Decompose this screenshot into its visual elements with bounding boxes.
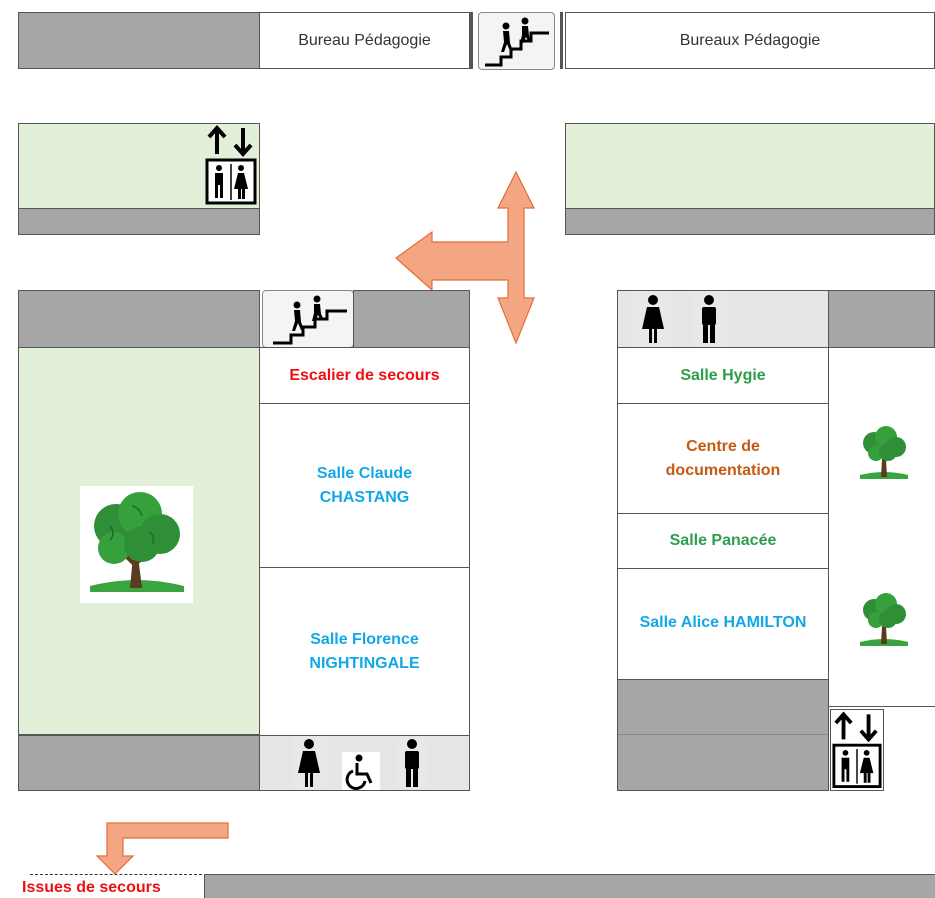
left-top-corridor-2 [353, 290, 470, 348]
exit-arrow-icon [85, 820, 235, 876]
salle-hygie-label: Salle Hygie [680, 366, 766, 384]
right-bottom-block [617, 679, 829, 791]
salle-alice-label: Salle Alice HAMILTON [639, 614, 807, 631]
woman-icon [292, 737, 326, 789]
bureaux-pedagogie-room: Bureaux Pédagogie [565, 12, 935, 69]
salle-hygie-room: Salle Hygie [617, 347, 829, 404]
salle-florence-label: Salle Florence NIGHTINGALE [309, 631, 420, 672]
issues-de-secours-label: Issues de secours [22, 879, 161, 896]
block-divider [618, 734, 828, 735]
woman-icon [634, 292, 672, 346]
salle-panacee-label: Salle Panacée [669, 532, 777, 550]
salle-claude-label: Salle Claude CHASTANG [316, 465, 413, 506]
elevator-icon [830, 709, 884, 791]
wall-divider [470, 12, 473, 69]
salle-panacee-room: Salle Panacée [617, 513, 829, 569]
man-icon [397, 737, 427, 789]
salle-claude-room: Salle Claude CHASTANG [259, 403, 470, 568]
left-top-corridor [18, 290, 260, 348]
escalier-de-secours-room: Escalier de secours [259, 347, 470, 404]
salle-alice-room: Salle Alice HAMILTON [617, 568, 829, 680]
exit-dashed-line [30, 874, 202, 875]
bureau-pedagogie-room: Bureau Pédagogie [259, 12, 470, 69]
escalier-de-secours-label: Escalier de secours [289, 366, 440, 384]
right-outer-zone [828, 347, 935, 707]
top-left-block [18, 12, 260, 69]
tree-icon [856, 423, 912, 481]
salle-florence-room: Salle Florence NIGHTINGALE [259, 567, 470, 736]
direction-arrow-icon [392, 170, 542, 345]
right-garden-strip [565, 123, 935, 209]
bureau-pedagogie-label: Bureau Pédagogie [298, 31, 431, 49]
man-icon [692, 292, 726, 346]
bottom-corridor [204, 874, 935, 898]
tree-icon [856, 590, 912, 648]
left-bottom-corridor [18, 735, 260, 791]
stairs-icon [262, 290, 354, 348]
centre-documentation-label: Centre de documentation [665, 438, 781, 479]
wall-divider-2 [560, 12, 563, 69]
tree-icon [80, 486, 193, 603]
bureaux-pedagogie-label: Bureaux Pédagogie [679, 31, 821, 49]
stairs-icon [478, 12, 555, 70]
wheelchair-icon [342, 752, 380, 790]
elevator-icon [204, 124, 258, 206]
left-corridor-strip [18, 208, 260, 235]
centre-documentation-room: Centre de documentation [617, 403, 829, 514]
right-corridor-strip [565, 208, 935, 235]
right-top-corridor [828, 290, 935, 348]
